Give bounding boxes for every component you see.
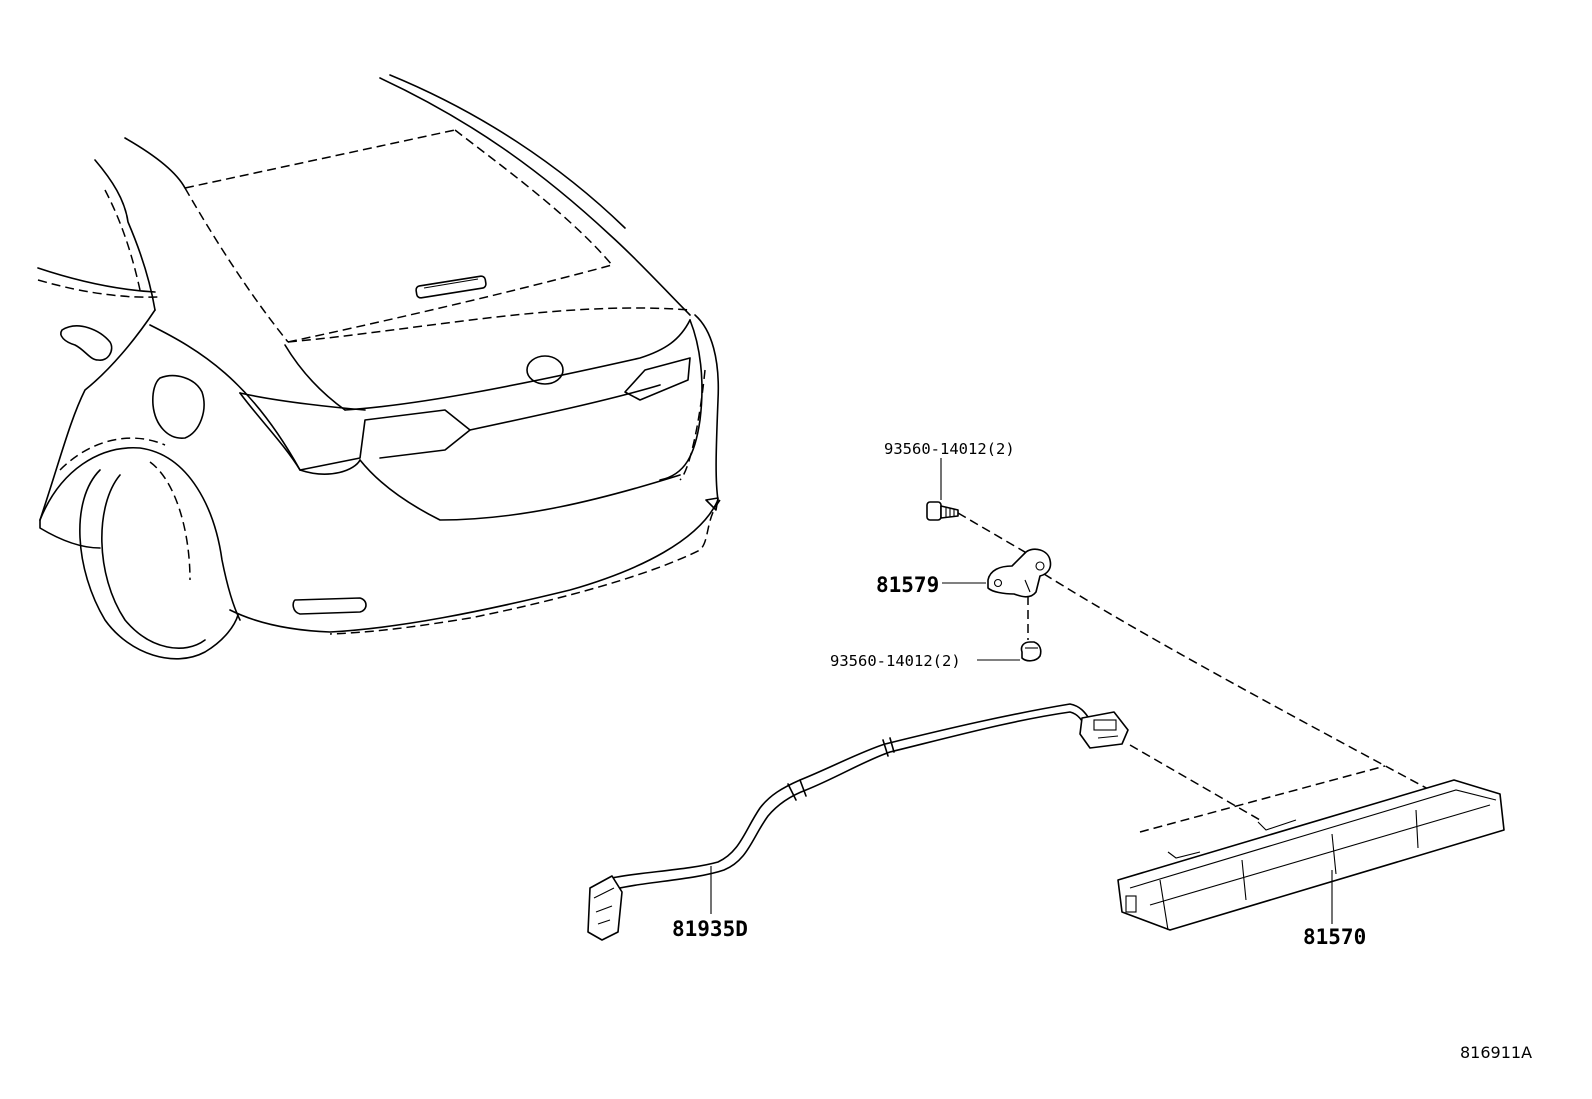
callout-bolt-lower: 93560-14012(2) <box>830 652 961 670</box>
rear-wheel <box>79 469 239 660</box>
assembly-guide-lines <box>957 512 1431 833</box>
wire-harness-part <box>587 703 1129 941</box>
fuel-door <box>152 374 205 439</box>
door-handle <box>60 325 113 361</box>
rear-reflector <box>292 597 367 615</box>
stop-lamp-location-on-vehicle <box>415 275 487 299</box>
vehicle-rear-illustration <box>37 74 721 660</box>
bolt-upper-part <box>926 458 959 521</box>
callout-stop-lamp: 81570 <box>1303 925 1366 949</box>
emblem <box>526 355 564 385</box>
stop-lamp-part <box>1117 779 1505 931</box>
bracket-part <box>942 548 1052 598</box>
callout-bolt-upper: 93560-14012(2) <box>884 440 1015 458</box>
callout-wire-harness: 81935D <box>672 917 748 941</box>
reference-code: 816911A <box>1460 1043 1532 1062</box>
callout-bracket: 81579 <box>876 573 939 597</box>
bolt-lower-part <box>977 641 1042 662</box>
